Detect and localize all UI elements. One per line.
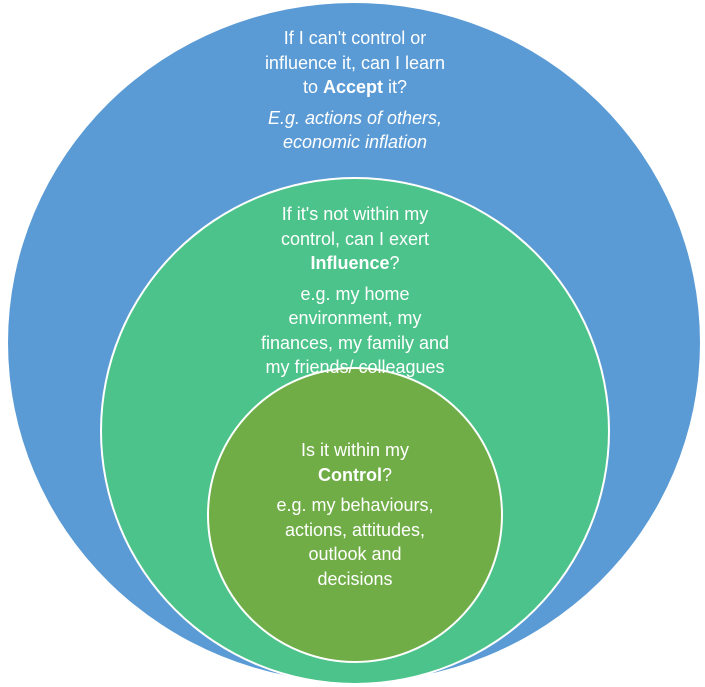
control-example-line1: e.g. my behaviours, bbox=[276, 495, 434, 515]
control-question-line1: Is it within my bbox=[300, 440, 410, 460]
influence-question-post: ? bbox=[389, 253, 400, 273]
accept-text: If I can't control or influence it, can … bbox=[230, 26, 480, 155]
influence-example-line2: environment, my bbox=[288, 308, 422, 328]
accept-question: If I can't control or influence it, can … bbox=[230, 26, 480, 100]
influence-example-line3: finances, my family and bbox=[260, 332, 450, 353]
accept-example: E.g. actions of others, economic inflati… bbox=[230, 106, 480, 155]
control-example: e.g. my behaviours, actions, attitudes, … bbox=[255, 493, 455, 591]
influence-question: If it's not within my control, can I exe… bbox=[245, 202, 465, 276]
control-example-line3: outlook and bbox=[308, 544, 402, 564]
influence-example-line1: e.g. my home bbox=[300, 283, 410, 304]
accept-question-line2: influence it, can I learn bbox=[264, 52, 446, 73]
control-keyword: Control bbox=[318, 464, 382, 485]
accept-keyword: Accept bbox=[322, 77, 384, 97]
accept-question-post: it? bbox=[383, 77, 408, 97]
control-example-line4: decisions bbox=[317, 568, 393, 589]
influence-keyword: Influence bbox=[310, 253, 390, 273]
influence-question-line2: control, can I exert bbox=[280, 228, 430, 249]
control-question-post: ? bbox=[381, 464, 392, 485]
accept-question-pre: to bbox=[302, 77, 323, 97]
influence-question-line1: If it's not within my bbox=[281, 204, 429, 224]
accept-example-line1: E.g. actions of others, bbox=[267, 107, 443, 128]
control-question: Is it within my Control? bbox=[255, 438, 455, 487]
influence-example: e.g. my home environment, my finances, m… bbox=[245, 282, 465, 380]
accept-example-line2: economic inflation bbox=[282, 132, 428, 152]
control-example-line2: actions, attitudes, bbox=[284, 519, 426, 540]
accept-question-line1: If I can't control or bbox=[283, 28, 427, 48]
control-text: Is it within my Control? e.g. my behavio… bbox=[255, 438, 455, 591]
influence-example-line4: my friends/ colleagues bbox=[265, 357, 445, 377]
control-circle bbox=[207, 367, 503, 663]
influence-text: If it's not within my control, can I exe… bbox=[245, 202, 465, 380]
